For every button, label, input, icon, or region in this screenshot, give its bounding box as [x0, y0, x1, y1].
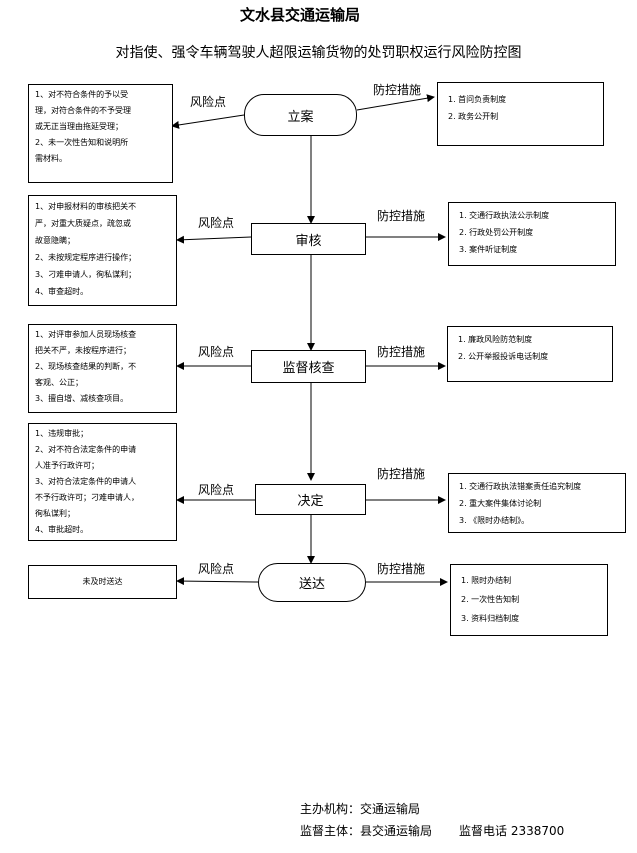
control-text: 1. 交通行政执法公示制度 — [459, 211, 550, 220]
risk-label: 风险点 — [198, 216, 235, 230]
control-label: 防控措施 — [377, 209, 426, 223]
control-label: 防控措施 — [377, 345, 426, 359]
risk-text: 3、擅自增、减核查项目。 — [35, 394, 129, 403]
risk-text: 1、对不符合条件的予以受 — [35, 90, 129, 99]
control-text: 1. 限时办结制 — [461, 576, 512, 585]
control-label: 防控措施 — [373, 83, 422, 97]
risk-text: 未及时送达 — [82, 577, 123, 586]
control-text: 2. 政务公开制 — [448, 112, 499, 121]
risk-text: 2、对不符合法定条件的申请 — [35, 445, 137, 454]
control-text: 3. 《限时办结制》。 — [459, 516, 530, 525]
control-text: 1. 交通行政执法错案责任追究制度 — [459, 482, 582, 491]
risk-text: 理，对符合条件的不予受理 — [35, 106, 131, 115]
risk-text: 3、刁难申请人，徇私谋利； — [35, 270, 137, 279]
risk-text: 客观、公正； — [35, 378, 83, 387]
risk-text: 徇私谋利； — [35, 509, 75, 518]
control-text: 3. 案件听证制度 — [459, 245, 518, 254]
risk-box-decision: 1、违规审批； 2、对不符合法定条件的申请 人准予行政许可； 3、对符合法定条件… — [28, 423, 177, 541]
risk-text: 1、对评审参加人员现场核查 — [35, 330, 137, 339]
control-box-decision: 1. 交通行政执法错案责任追究制度 2. 重大案件集体讨论制 3. 《限时办结制… — [448, 473, 626, 533]
risk-label: 风险点 — [198, 483, 235, 497]
control-text: 2. 重大案件集体讨论制 — [459, 499, 542, 508]
stage-node-filing: 立案 — [244, 94, 357, 136]
risk-text: 4、审查超时。 — [35, 287, 89, 296]
stage-node-inspection: 监督核查 — [251, 350, 366, 383]
risk-label: 风险点 — [190, 95, 227, 109]
control-box-filing: 1. 首问负责制度 2. 政务公开制 — [437, 82, 604, 146]
risk-label: 风险点 — [198, 562, 235, 576]
control-label: 防控措施 — [377, 467, 426, 481]
page-title: 文水县交通运输局 — [239, 6, 360, 24]
risk-label: 风险点 — [198, 345, 235, 359]
risk-text: 1、对申报材料的审核把关不 — [35, 202, 137, 211]
control-text: 1. 首问负责制度 — [448, 95, 507, 104]
risk-text: 或无正当理由拖延受理； — [35, 122, 123, 131]
risk-text: 不予行政许可；刁难申请人， — [35, 493, 139, 502]
control-text: 2. 公开举报投诉电话制度 — [458, 352, 549, 361]
control-label: 防控措施 — [377, 562, 426, 576]
control-text: 2. 一次性告知制 — [461, 595, 520, 604]
risk-text: 需材料。 — [35, 154, 67, 163]
risk-text: 把关不严，未按程序进行； — [35, 346, 131, 355]
risk-text: 1、违规审批； — [35, 429, 89, 438]
risk-text: 3、对符合法定条件的申请人 — [35, 477, 137, 486]
risk-box-review: 1、对申报材料的审核把关不 严，对重大质疑点，疏忽或 故意隐瞒； 2、未按规定程… — [28, 195, 177, 306]
footer-phone: 监督电话 2338700 — [459, 824, 565, 838]
risk-text: 人准予行政许可； — [35, 461, 99, 470]
stage-node-review: 审核 — [251, 223, 366, 255]
footer-supervisor: 监督主体：县交通运输局 — [300, 824, 433, 838]
control-box-review: 1. 交通行政执法公示制度 2. 行政处罚公开制度 3. 案件听证制度 — [448, 202, 616, 266]
risk-text: 2、现场核查结果的判断，不 — [35, 362, 137, 371]
risk-text: 2、未一次性告知和说明所 — [35, 138, 129, 147]
risk-text: 故意隐瞒； — [35, 236, 75, 245]
control-box-delivery: 1. 限时办结制 2. 一次性告知制 3. 资料归档制度 — [450, 564, 608, 636]
risk-box-inspection: 1、对评审参加人员现场核查 把关不严，未按程序进行； 2、现场核查结果的判断，不… — [28, 324, 177, 413]
stage-node-delivery: 送达 — [258, 563, 366, 602]
risk-text: 4、审批超时。 — [35, 525, 89, 534]
risk-text: 2、未按规定程序进行操作； — [35, 253, 137, 262]
control-box-inspection: 1. 廉政风险防范制度 2. 公开举报投诉电话制度 — [447, 326, 613, 382]
risk-box-delivery: 未及时送达 — [28, 565, 177, 599]
control-text: 1. 廉政风险防范制度 — [458, 335, 533, 344]
risk-text: 严，对重大质疑点，疏忽或 — [35, 219, 131, 228]
stage-node-decision: 决定 — [255, 484, 366, 515]
footer-organizer: 主办机构：交通运输局 — [300, 802, 421, 816]
control-text: 2. 行政处罚公开制度 — [459, 228, 534, 237]
control-text: 3. 资料归档制度 — [461, 614, 520, 623]
diagram-subtitle: 对指使、强令车辆驾驶人超限运输货物的处罚职权运行风险防控图 — [115, 45, 522, 61]
risk-box-filing: 1、对不符合条件的予以受 理，对符合条件的不予受理 或无正当理由拖延受理； 2、… — [28, 84, 173, 183]
